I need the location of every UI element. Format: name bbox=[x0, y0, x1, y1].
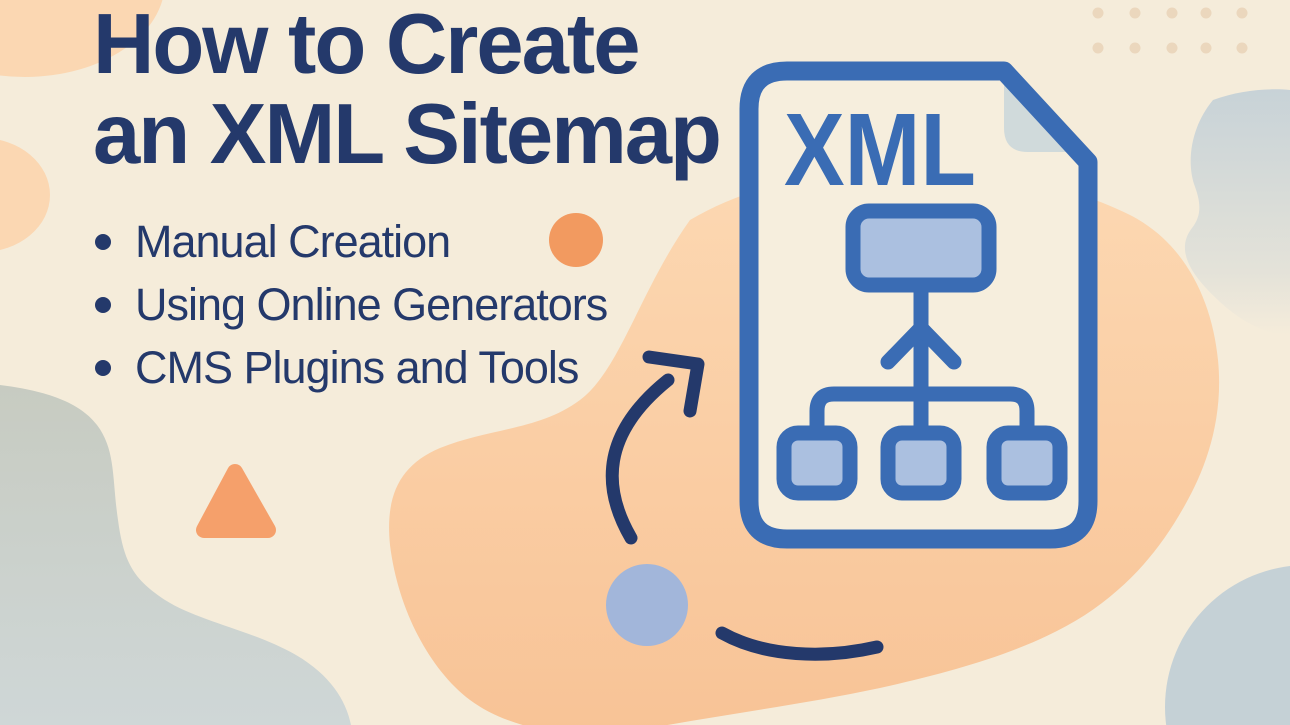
bullet-dot-icon bbox=[95, 233, 111, 250]
list-item: Using Online Generators bbox=[95, 273, 608, 336]
peach-blob-top-left bbox=[0, 0, 163, 77]
tree-connector bbox=[809, 386, 1035, 441]
curved-arrow-icon bbox=[605, 350, 705, 545]
bullet-list: Manual Creation Using Online Generators … bbox=[95, 210, 608, 399]
list-item: CMS Plugins and Tools bbox=[95, 336, 607, 399]
dot-grid bbox=[1092, 7, 1248, 54]
child-node bbox=[986, 425, 1068, 501]
gray-blob-bottom-left bbox=[0, 385, 351, 725]
page-outline bbox=[739, 61, 1098, 549]
xml-file-label: XML bbox=[784, 92, 976, 207]
bullet-dot-icon bbox=[95, 359, 111, 376]
child-node bbox=[776, 425, 858, 501]
gray-blob-right bbox=[1184, 89, 1290, 335]
up-arrow-icon bbox=[880, 320, 962, 370]
title-line-2: an XML Sitemap bbox=[93, 87, 722, 182]
page-title: How to Create an XML Sitemap bbox=[93, 0, 722, 182]
orange-circle bbox=[549, 213, 603, 267]
bullet-label: Manual Creation bbox=[135, 215, 451, 267]
gray-circle-bottom-right bbox=[1165, 566, 1290, 725]
arc-stroke-icon bbox=[715, 626, 884, 661]
bullet-label: CMS Plugins and Tools bbox=[135, 341, 579, 393]
blue-circle bbox=[606, 564, 688, 646]
xml-file-icon: XML bbox=[739, 61, 1098, 549]
title-line-1: How to Create bbox=[93, 0, 640, 92]
bullet-dot-icon bbox=[95, 296, 111, 313]
bullet-label: Using Online Generators bbox=[135, 278, 608, 330]
child-node bbox=[880, 425, 962, 501]
orange-triangle bbox=[196, 464, 276, 538]
parent-node bbox=[845, 203, 997, 293]
peach-blob-left bbox=[0, 140, 50, 250]
list-item: Manual Creation bbox=[95, 210, 607, 273]
sitemap-tree-icon bbox=[776, 203, 1068, 501]
